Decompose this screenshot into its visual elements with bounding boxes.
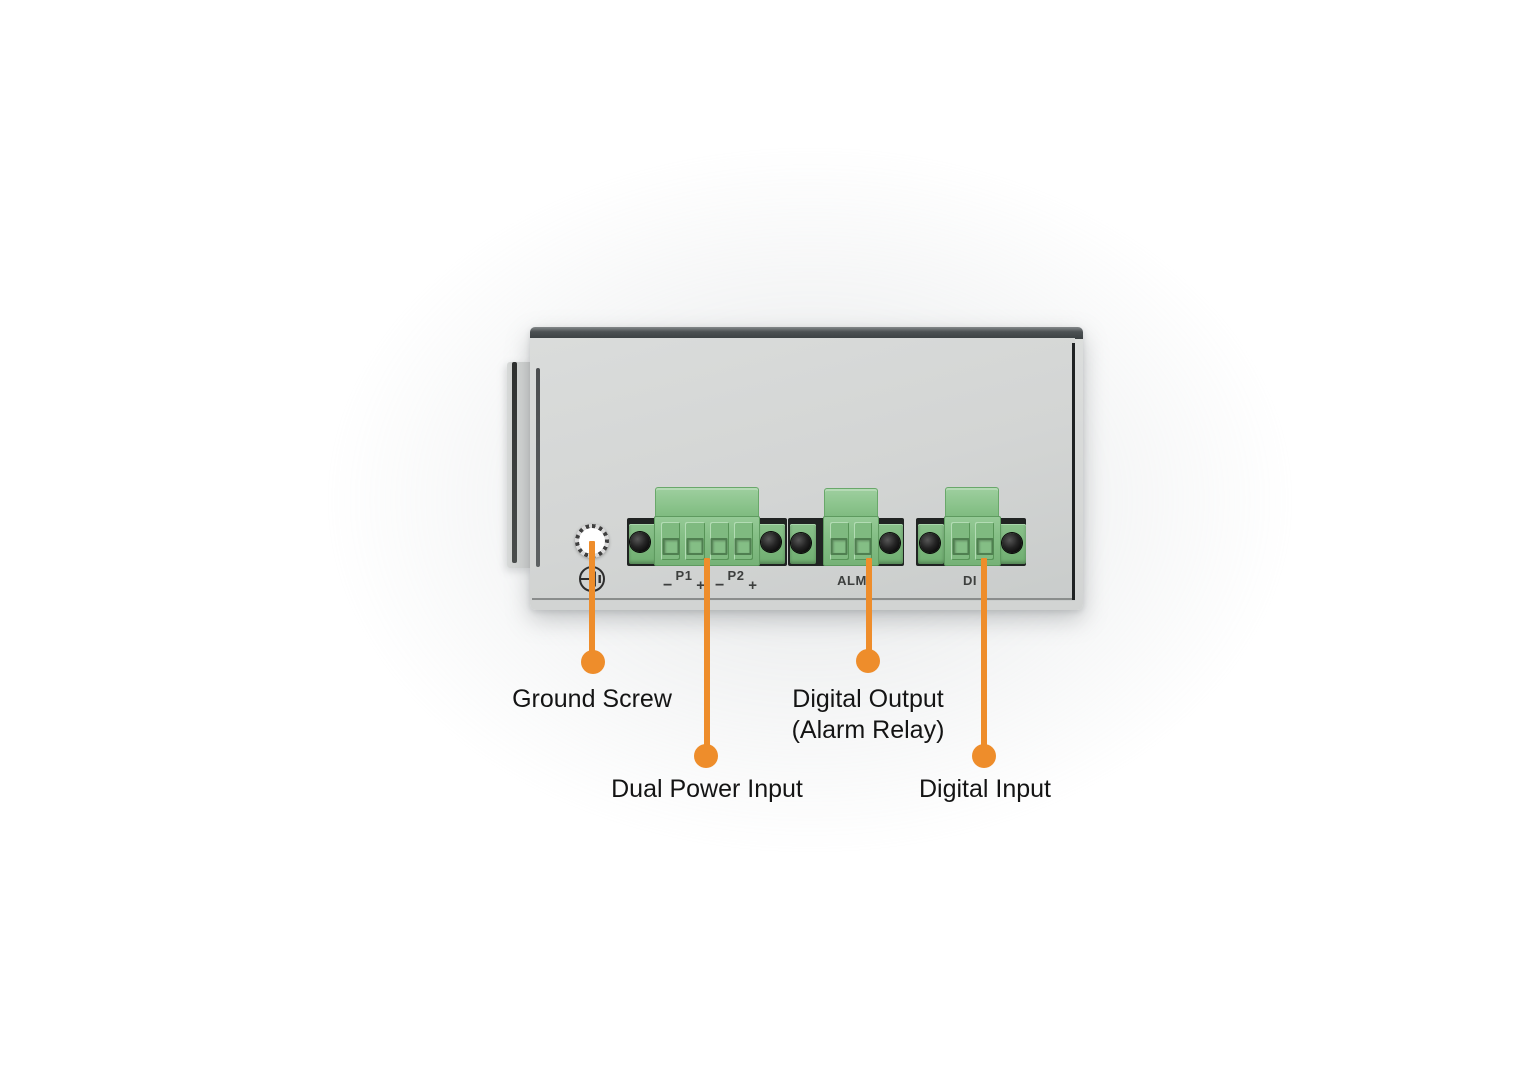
terminal-cell[interactable] bbox=[830, 522, 849, 560]
silkscreen-di-label: DI bbox=[963, 573, 977, 588]
device-shell bbox=[530, 327, 1083, 610]
silkscreen-p1-plus: + bbox=[696, 577, 705, 594]
silkscreen-p1-minus: − bbox=[663, 577, 673, 594]
callout-label-digital-input: Digital Input bbox=[918, 775, 1052, 803]
terminal-cell[interactable] bbox=[709, 522, 729, 560]
callout-line-digital-input bbox=[981, 558, 987, 748]
di-terminal-block[interactable] bbox=[944, 516, 1001, 566]
callout-label-dual-power-input: Dual Power Input bbox=[611, 775, 803, 803]
alarm-terminal-block[interactable] bbox=[823, 516, 879, 566]
silkscreen-p1-group: P1 − + bbox=[662, 568, 706, 594]
terminal-cell[interactable] bbox=[733, 522, 753, 560]
silkscreen-alm-label: ALM bbox=[837, 573, 867, 588]
silkscreen-p1-label: P1 bbox=[675, 568, 693, 583]
device-top-edge bbox=[530, 327, 1083, 339]
power-right-screw[interactable] bbox=[761, 532, 781, 552]
silkscreen-p2-group: P2 − + bbox=[714, 568, 758, 594]
callout-label-digital-output-line2: (Alarm Relay) bbox=[791, 716, 945, 744]
device-top-panel: P1 − + P2 − + ALM DI bbox=[507, 327, 1083, 610]
terminal-cell[interactable] bbox=[853, 522, 872, 560]
callout-line-ground-screw bbox=[589, 541, 595, 653]
din-rail-tab-groove bbox=[512, 362, 517, 563]
alarm-right-screw[interactable] bbox=[880, 533, 900, 553]
callout-label-digital-output: Digital Output (Alarm Relay) bbox=[718, 684, 1018, 746]
face-bottom-edge-line bbox=[532, 598, 1072, 600]
callout-dot-digital-output bbox=[856, 649, 880, 673]
silkscreen-p2-label: P2 bbox=[727, 568, 745, 583]
din-rail-tab bbox=[507, 362, 533, 568]
callout-dot-ground-screw bbox=[581, 650, 605, 674]
callout-dot-digital-input bbox=[972, 744, 996, 768]
face-left-groove bbox=[536, 368, 540, 567]
callout-label-ground-screw: Ground Screw bbox=[512, 685, 672, 713]
callout-label-digital-output-line1: Digital Output bbox=[792, 685, 944, 713]
silkscreen-p2-plus: + bbox=[748, 577, 757, 594]
power-left-screw[interactable] bbox=[630, 532, 650, 552]
callout-line-digital-output bbox=[866, 558, 872, 655]
alarm-terminal-cover bbox=[824, 488, 878, 518]
callout-dot-dual-power bbox=[694, 744, 718, 768]
terminal-cell[interactable] bbox=[661, 522, 681, 560]
callout-line-dual-power bbox=[704, 558, 710, 748]
terminal-cell[interactable] bbox=[975, 522, 994, 560]
power-terminal-block[interactable] bbox=[654, 516, 760, 566]
di-left-screw[interactable] bbox=[920, 533, 940, 553]
terminal-cell[interactable] bbox=[951, 522, 970, 560]
di-terminal-cover bbox=[945, 487, 999, 518]
alarm-left-screw[interactable] bbox=[791, 533, 811, 553]
power-terminal-cover bbox=[655, 487, 759, 518]
face-right-edge-line bbox=[1072, 343, 1075, 600]
silkscreen-p2-minus: − bbox=[715, 577, 725, 594]
di-right-screw[interactable] bbox=[1002, 533, 1022, 553]
terminal-cell[interactable] bbox=[685, 522, 705, 560]
